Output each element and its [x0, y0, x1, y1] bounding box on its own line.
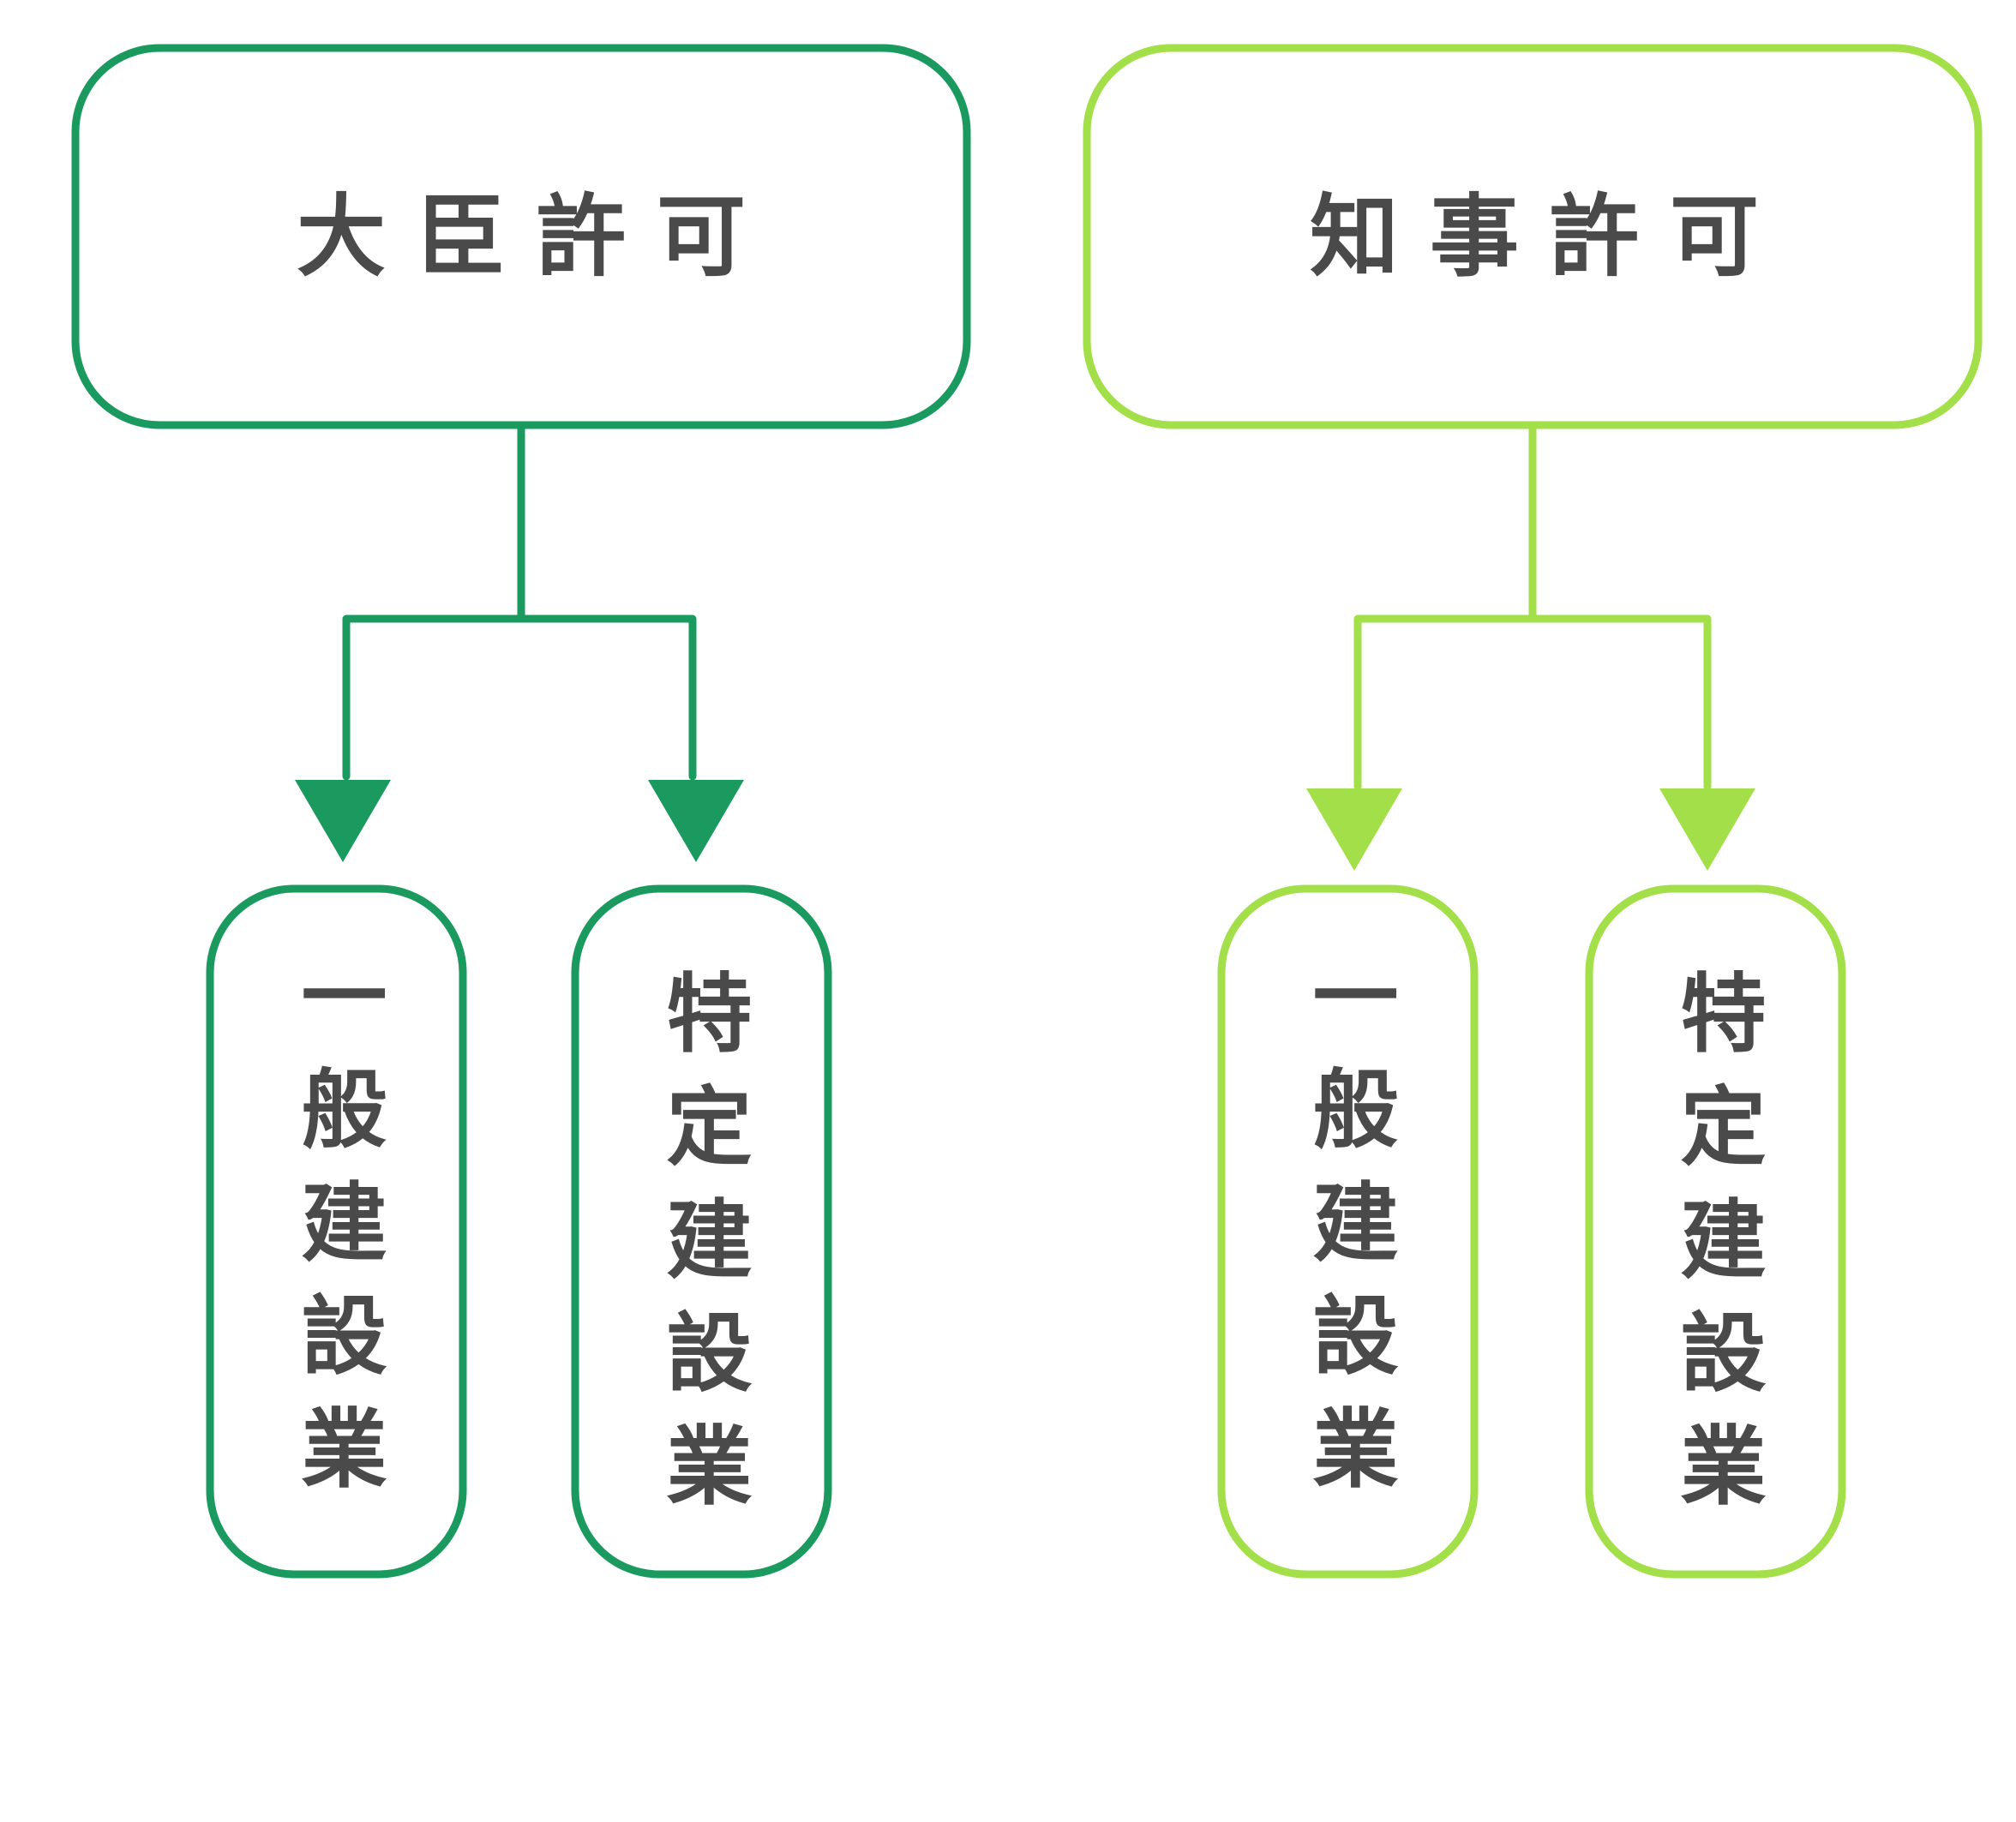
- governor-general-arrowhead: [1306, 788, 1402, 871]
- governor-branch-line: [1353, 421, 1712, 791]
- governor-general-label: 一般建設業: [1298, 951, 1398, 1517]
- minister-general-label: 一般建設業: [286, 951, 387, 1517]
- minister-license-label: 大臣許可: [297, 184, 777, 289]
- governor-special-arrowhead: [1659, 788, 1755, 871]
- minister-special-label: 特定建設業: [651, 968, 752, 1534]
- minister-general-box: [206, 884, 467, 1579]
- minister-special-arrowhead: [648, 780, 744, 862]
- governor-special-box: [1585, 884, 1846, 1579]
- governor-special-label: 特定建設業: [1665, 968, 1766, 1534]
- minister-branch-line: [342, 421, 697, 781]
- governor-general-box: [1217, 884, 1479, 1579]
- minister-license-group: [71, 44, 971, 1579]
- minister-special-box: [571, 884, 832, 1579]
- minister-general-arrowhead: [295, 780, 391, 862]
- governor-license-group: [1083, 44, 1983, 1579]
- governor-license-label: 知事許可: [1310, 184, 1791, 289]
